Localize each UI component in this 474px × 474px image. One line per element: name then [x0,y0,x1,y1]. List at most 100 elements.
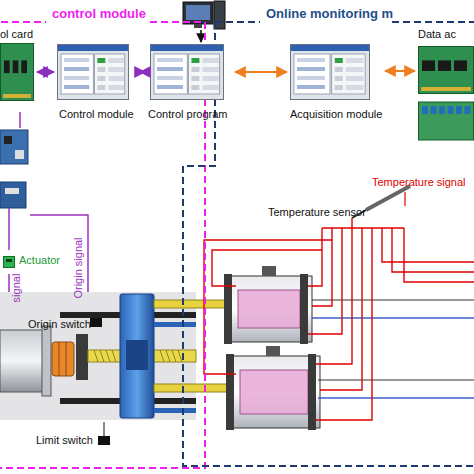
actuator-box: Actuator [3,252,67,272]
signal-label: signal [10,274,23,303]
data-flow-arrow [140,71,145,73]
dashed-boundary [0,22,205,468]
chip [438,60,451,71]
chip [13,60,19,73]
end-cap [308,354,316,430]
window-field [297,58,325,62]
group-title: control module [52,6,146,21]
window-panel [94,54,124,94]
data-flow-arrow [235,71,287,73]
leader-line [404,192,405,206]
window-field [64,85,89,89]
window-button [191,76,199,81]
edge-connector [3,94,31,98]
driver-board [0,130,28,164]
window-field [297,67,325,71]
piston-rod [154,384,234,392]
terminal [456,106,462,114]
window-field [64,67,89,71]
window-button [335,58,343,63]
component-box: Control program [146,42,234,126]
sample-chamber [238,290,300,328]
signal-label: Temperature signal [372,176,466,189]
edge-connector [421,87,471,91]
pcb-card [1,44,34,101]
servo-motor [0,330,44,392]
window-panel [154,54,187,94]
window-field [297,85,325,89]
window-button [97,76,105,81]
window-field [202,58,218,63]
window-titlebar [151,45,223,51]
terminal-board [419,102,474,140]
wire [312,300,474,301]
motor-flange [42,326,51,396]
component-box: Acquisition module [288,42,384,126]
sample-chamber [240,370,308,414]
signal-label: Origin signal [72,237,85,298]
driver-board [0,182,26,208]
window-field [202,76,218,81]
component-label: Acquisition module [290,108,382,121]
monitor-screen [186,5,210,20]
component-label: Data ac [418,28,456,41]
command-arrow [200,30,202,42]
component-box: ol card [0,28,36,104]
group-region: Acquisition module Data ac Online monitori… [180,4,474,470]
chip [422,60,435,71]
component-icon [57,44,129,100]
component-icon [3,256,15,268]
connecting-bar [154,408,196,413]
leader-line [104,422,105,436]
signal-wire [8,208,10,250]
actuator-icon [4,257,15,268]
temperature-probe [366,186,410,210]
screw-nut [126,340,148,370]
terminal [465,106,471,114]
window-frame [291,45,370,100]
window-button [335,76,343,81]
origin-switch-symbol [90,318,102,327]
base-plate [0,292,196,420]
monitor-stand [194,24,202,28]
coupling-slot [66,342,67,376]
window-field [346,85,364,90]
coupling-slot [59,342,60,376]
component-box: Control module [55,42,139,126]
component-box: Data ac [416,28,474,144]
window-field [202,85,218,90]
window-field [202,67,218,72]
window-field [64,58,89,62]
blue-wire [312,317,474,319]
window-field [108,85,124,90]
slider-block [120,294,154,418]
window-field [346,76,364,81]
window-titlebar [291,45,369,51]
cylinder-body [228,276,312,342]
port [266,346,280,356]
window-button [191,85,199,90]
part-label: Limit switch [36,434,93,447]
component-icon [290,44,370,100]
end-cap [300,274,308,344]
chip [454,60,467,71]
component-icon [0,43,34,101]
chip [15,150,24,159]
wire [318,380,474,381]
signal-wire [19,112,21,128]
end-cap [224,274,232,344]
monitor [183,2,213,24]
component-label: Control module [59,108,134,121]
window-field [64,76,89,80]
dashed-boundary [183,22,474,466]
cylinder-body [230,356,320,428]
group-title: Online monitoring m [266,6,393,21]
window-panel [332,54,366,94]
window-titlebar [58,45,128,51]
component-icon [418,46,474,94]
component-icon [150,44,224,100]
window-field [108,67,124,72]
component-label: ol card [0,28,33,41]
